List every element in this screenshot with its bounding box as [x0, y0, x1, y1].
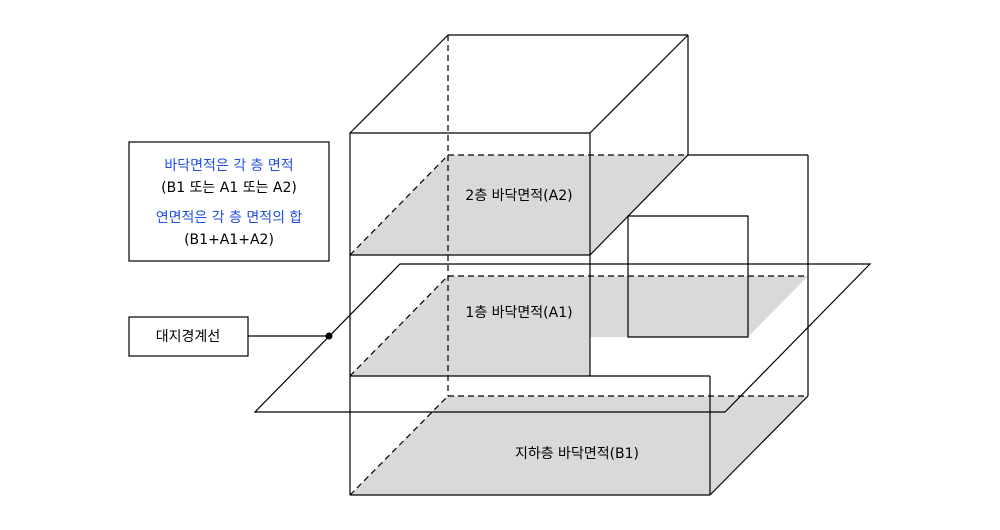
floor-plane-a1	[350, 276, 808, 376]
basement-block-edges	[349, 375, 809, 496]
floor-label-b1: 지하층 바닥면적(B1)	[515, 446, 639, 462]
opening-edges	[627, 215, 749, 338]
floor-plane-a2	[350, 155, 688, 255]
legend-line-floor-area-formula: (B1 또는 A1 또는 A2)	[161, 180, 297, 196]
site-boundary-label: 대지경계선	[156, 329, 220, 345]
middle-block-edges	[349, 154, 809, 396]
site-boundary-callout: 대지경계선	[128, 316, 333, 357]
site-boundary-pointer-dot	[325, 332, 333, 340]
legend-line-total-area: 연면적은 각 층 면적의 합	[156, 210, 303, 226]
legend-box: 바닥면적은 각 층 면적 (B1 또는 A1 또는 A2) 연면적은 각 층 면…	[128, 141, 330, 262]
legend-line-total-area-formula: (B1+A1+A2)	[184, 232, 274, 248]
legend-line-floor-area: 바닥면적은 각 층 면적	[164, 158, 293, 174]
floor-label-a1: 1층 바닥면적(A1)	[465, 305, 572, 321]
floor-label-a2: 2층 바닥면적(A2)	[465, 188, 572, 204]
site-boundary-plane	[253, 263, 872, 413]
floor-plane-b1	[350, 396, 808, 495]
